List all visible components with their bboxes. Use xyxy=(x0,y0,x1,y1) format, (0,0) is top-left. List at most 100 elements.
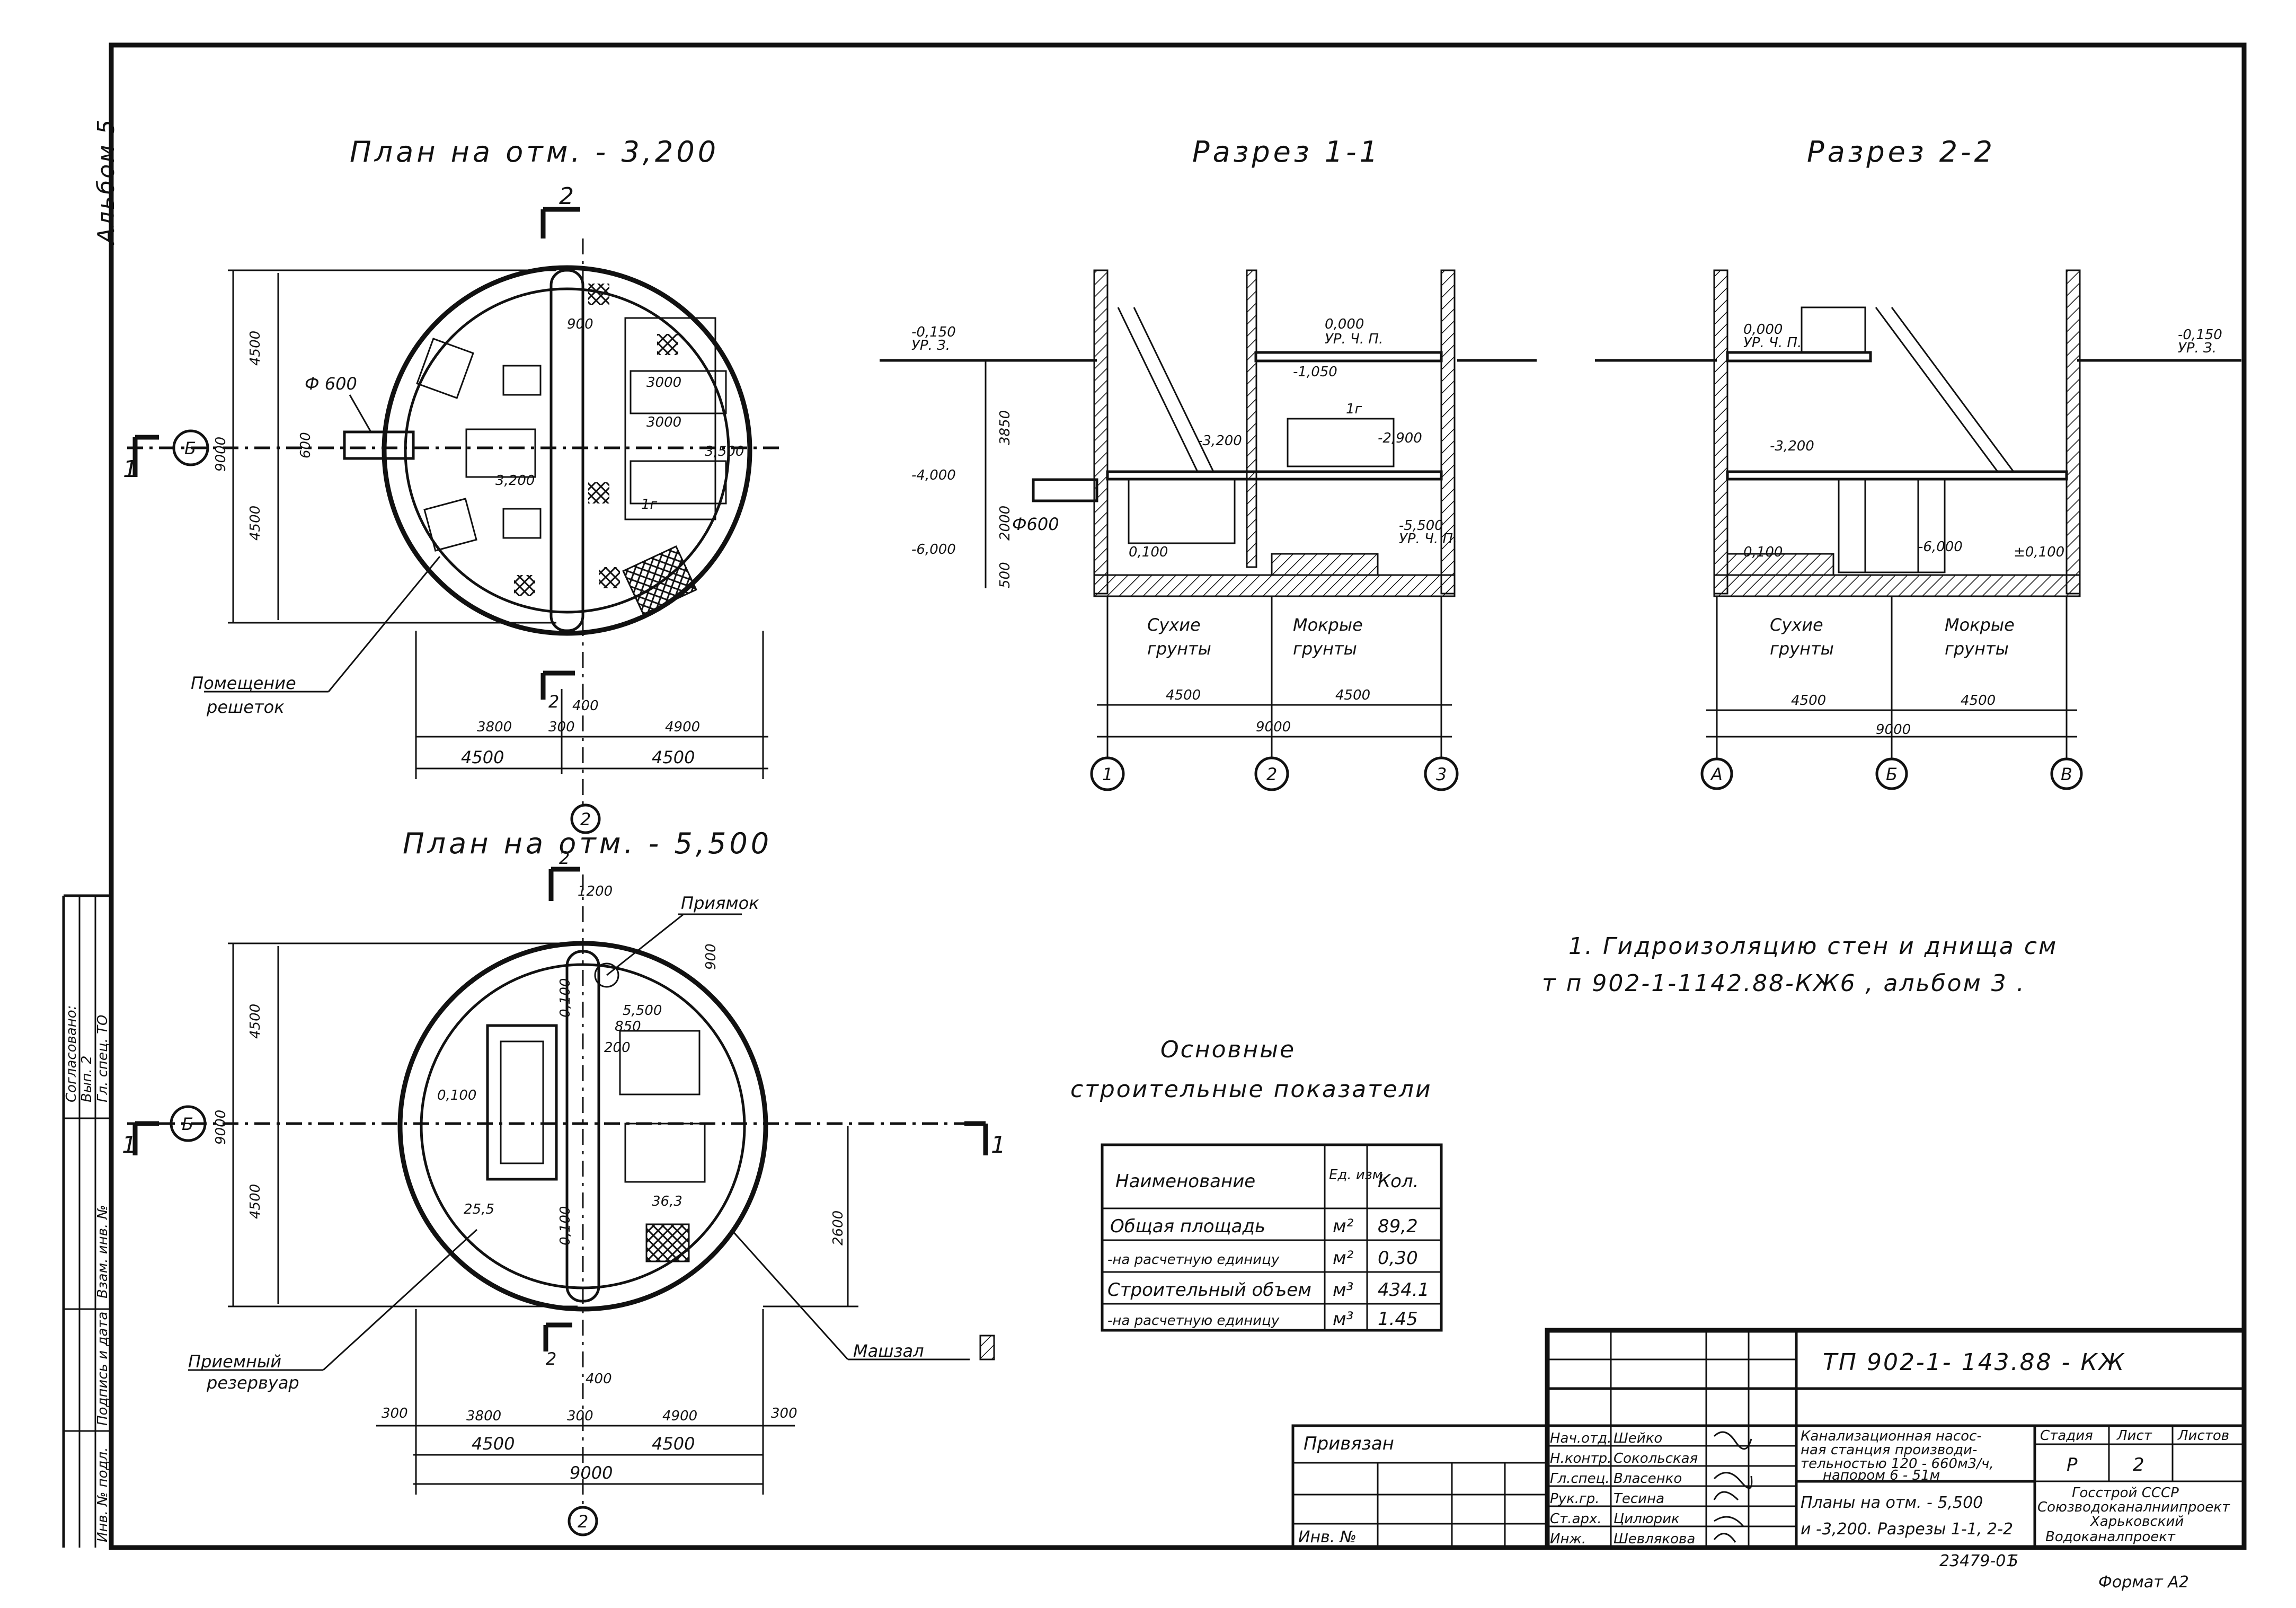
plan1-stair xyxy=(622,545,697,616)
plan1-pipe-label: Ф 600 xyxy=(305,374,357,394)
plan1-axis-2-bubble xyxy=(570,803,601,834)
plan2-dim-3800: 3800 xyxy=(466,1408,501,1424)
plan1-equipment-b xyxy=(630,370,727,414)
title-block: Привязан Инв. № ТП 902-1- 143.88 - КЖ На… xyxy=(1291,1328,2247,1592)
section1-pipe: Ф600 xyxy=(1012,514,1059,534)
section1-level-0150: -0,150 xyxy=(911,324,956,340)
plan2-axis-b: Б xyxy=(182,1114,193,1134)
indicators-header-name: Наименование xyxy=(1115,1171,1255,1192)
indicators-row-2-name: -на расчетную единицу xyxy=(1107,1252,1280,1268)
section2-level-6000: -6,000 xyxy=(1918,539,1963,555)
plan2-hall-label: Машзал xyxy=(853,1341,924,1361)
plan2-title: План на отм. - 5,500 xyxy=(403,827,772,860)
section1-dim-500: 500 xyxy=(997,562,1013,588)
plan1-dim-9000: 9000 xyxy=(213,437,229,472)
plan2-dim-300-a: 300 xyxy=(382,1406,408,1421)
plan1-dim-4500-top: 4500 xyxy=(247,331,263,366)
section2-axis-b-bubble xyxy=(1875,757,1908,790)
plan1-axis-b-bubble xyxy=(172,429,209,466)
plan1-hatch-4 xyxy=(514,575,535,596)
plan2-dim-4500-bottom: 4500 xyxy=(247,1184,263,1219)
plan1-cut-2-top: 2 xyxy=(559,183,575,210)
plan1-level-3500: 3,500 xyxy=(705,444,744,460)
section1-inlet-pipe xyxy=(1032,478,1098,502)
section1-title: Разрез 1-1 xyxy=(1192,135,1381,169)
plan2-section-mark-left: 1 xyxy=(122,1132,138,1159)
stamp-hdr-sheet: Лист xyxy=(2116,1428,2152,1444)
section1-pump-b xyxy=(1287,418,1395,467)
section1-platform xyxy=(1106,470,1443,481)
section2-upper-room xyxy=(1801,306,1866,354)
stamp-desc-4: напором 6 - 51м xyxy=(1823,1468,1940,1483)
plan1-axis-2: 2 xyxy=(580,809,591,829)
plan1-dim-400: 400 xyxy=(572,698,599,714)
section-2-2: Разрез 2-2 0,000 УР. Ч. П. -0,150 УР. З.… xyxy=(1595,135,2241,790)
plan1-dim-4900: 4900 xyxy=(665,719,700,735)
plan1-dim-3800: 3800 xyxy=(477,719,512,735)
section2-level-urchp: УР. Ч. П. xyxy=(1743,335,1802,351)
stamp-stage: Р xyxy=(2067,1454,2078,1476)
plan2-outer-wall xyxy=(397,941,768,1312)
plan2-dim-4900: 4900 xyxy=(662,1408,697,1424)
section1-pump-a xyxy=(1128,479,1236,544)
plan2-dim-9000-bottom: 9000 xyxy=(570,1463,613,1483)
section1-axis-1-bubble xyxy=(1090,756,1125,791)
stamp-sheet-title-1: Планы на отм. - 5,500 xyxy=(1801,1494,1983,1512)
plan2-sump xyxy=(594,962,619,988)
section2-span-total: 9000 xyxy=(1876,722,1911,738)
section2-axis-a-bubble xyxy=(1700,757,1733,790)
plan2-dim-400: 400 xyxy=(586,1371,612,1387)
plan1-outer-wall xyxy=(382,265,752,636)
section1-left-wall xyxy=(1093,269,1109,595)
plan1-title: План на отм. - 3,200 xyxy=(350,135,719,169)
plan2-dim-4500-right: 4500 xyxy=(652,1434,695,1454)
plan1-room-label-1: Помещение xyxy=(191,673,296,693)
section1-dry-1: Сухие xyxy=(1147,615,1201,635)
stamp-role-4: Рук.гр. xyxy=(1550,1491,1599,1507)
section1-axis-1: 1 xyxy=(1102,764,1113,784)
plan1-axis-b: Б xyxy=(184,438,196,458)
indicators-header-qty: Кол. xyxy=(1378,1171,1419,1192)
sheet-frame xyxy=(109,42,2247,1550)
plan2-level-0100-c: 0,100 xyxy=(557,1206,573,1245)
section2-axis-v-bubble xyxy=(2050,757,2083,790)
stamp-name-6: Шевлякова xyxy=(1614,1531,1695,1547)
plan1-dim-4500-right: 4500 xyxy=(652,747,695,767)
plan1-partition xyxy=(549,269,584,632)
section2-span-b: 4500 xyxy=(1961,693,1996,709)
section2-left-wall xyxy=(1713,269,1728,595)
plan2-tank-pit-inner xyxy=(500,1040,544,1164)
indicators-header-unit: Ед. изм. xyxy=(1329,1167,1387,1183)
plan-2: План на отм. - 5,500 Приямок 1 1 Б 2 2 2 xyxy=(122,827,1006,1536)
stamp-role-6: Инж. xyxy=(1550,1531,1586,1547)
plan1-room-label-2: решеток xyxy=(206,697,285,717)
plan2-dim-900: 900 xyxy=(703,943,719,970)
plan2-cut-2-bottom: 2 xyxy=(546,1349,556,1369)
section1-wet-2: грунты xyxy=(1293,639,1357,659)
section1-level-2900: -2,900 xyxy=(1378,430,1422,446)
plan2-axis-2: 2 xyxy=(578,1512,588,1532)
indicators-row-3-unit: м³ xyxy=(1333,1279,1353,1301)
stamp-hdr-stage: Стадия xyxy=(2040,1428,2093,1444)
plan2-level-0100-a: 0,100 xyxy=(557,978,573,1018)
plan1-hatch-3 xyxy=(588,482,609,503)
section1-right-wall xyxy=(1440,269,1456,595)
section-1-1: Разрез 1-1 -0,150 УР. З. 0,000 УР. Ч. П.… xyxy=(880,135,1537,791)
plan2-dim-1200: 1200 xyxy=(578,883,613,899)
plan1-section-mark: 1 xyxy=(123,456,139,483)
section1-level-6000: -6,000 xyxy=(911,542,956,558)
section1-dim-2000: 2000 xyxy=(997,506,1013,541)
plan1-dim-4500-left: 4500 xyxy=(461,747,504,767)
plan2-axis-b-bubble xyxy=(170,1105,207,1142)
section2-dry-2: грунты xyxy=(1770,639,1834,659)
stamp-number: 23479-01 xyxy=(1939,1552,2016,1570)
stamp-name-3: Власенко xyxy=(1614,1471,1682,1487)
plan2-dim-200: 200 xyxy=(604,1040,631,1056)
indicators-row-2-qty: 0,30 xyxy=(1378,1248,1418,1269)
indicators-row-1-qty: 89,2 xyxy=(1378,1216,1418,1237)
indicators-table: Основные строительные показатели Наимено… xyxy=(1070,1036,1443,1332)
section2-slab xyxy=(1726,351,1872,363)
section2-level-pm0100: ±0,100 xyxy=(2014,544,2064,560)
stamp-name-4: Тесина xyxy=(1614,1491,1664,1507)
